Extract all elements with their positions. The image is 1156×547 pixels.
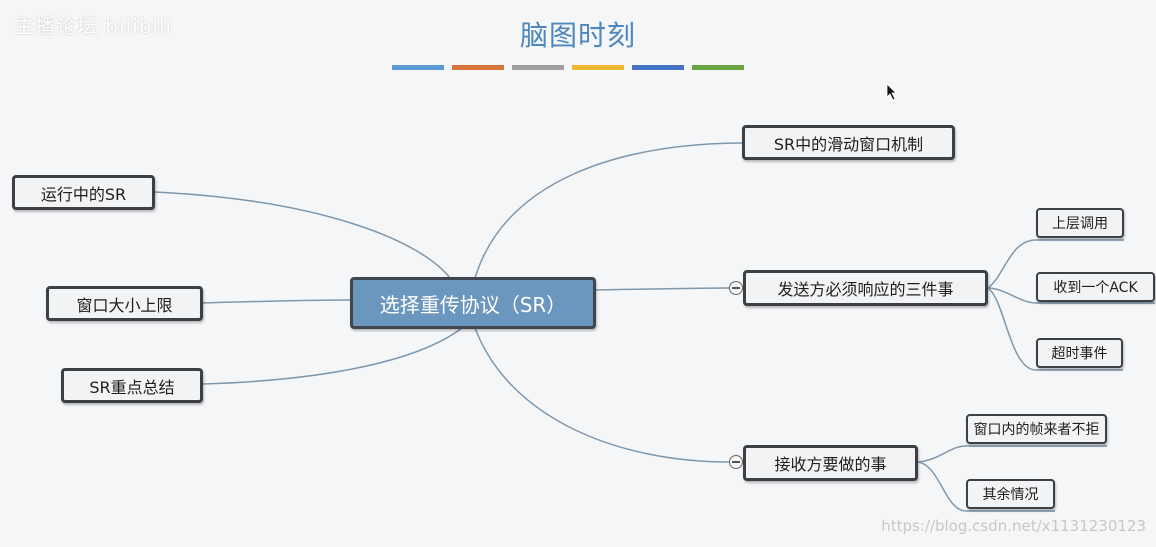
connector-window-size [202, 299, 353, 304]
node-other-cases[interactable]: 其余情况 [966, 479, 1055, 509]
color-bar-strip [392, 65, 744, 70]
connector-accept [917, 445, 1107, 463]
connector-running-sr [154, 191, 451, 279]
connector-sr-summary [202, 327, 463, 385]
connector-receiver [474, 327, 730, 463]
page-title: 脑图时刻 [519, 19, 636, 52]
mouse-cursor-icon [886, 83, 897, 101]
node-running-sr[interactable]: 运行中的SR [12, 175, 155, 210]
connector-sender [593, 287, 730, 291]
collapse-icon[interactable] [729, 455, 743, 469]
color-bar [632, 65, 684, 70]
node-receiver-tasks[interactable]: 接收方要做的事 [743, 445, 918, 481]
color-bar [572, 65, 624, 70]
node-receive-ack[interactable]: 收到一个ACK [1036, 272, 1155, 302]
node-timeout-event[interactable]: 超时事件 [1036, 338, 1123, 368]
connector-other [917, 461, 1055, 512]
node-sender-three-events[interactable]: 发送方必须响应的三件事 [743, 270, 988, 306]
connector-ack [987, 287, 1155, 304]
node-accept-in-window[interactable]: 窗口内的帧来者不拒 [966, 414, 1107, 444]
color-bar [392, 65, 444, 70]
node-sliding-window[interactable]: SR中的滑动窗口机制 [742, 125, 955, 160]
node-window-size-limit[interactable]: 窗口大小上限 [46, 286, 203, 321]
watermark-url: https://blog.csdn.net/x1131230123 [881, 517, 1146, 535]
color-bar [452, 65, 504, 70]
connector-upper-call [987, 239, 1124, 289]
color-bar [692, 65, 744, 70]
connector-sliding-window [474, 142, 745, 279]
node-center-topic[interactable]: 选择重传协议（SR） [350, 277, 596, 329]
color-bar [512, 65, 564, 70]
node-upper-layer-call[interactable]: 上层调用 [1036, 208, 1124, 238]
collapse-icon[interactable] [729, 281, 743, 295]
node-sr-summary[interactable]: SR重点总结 [61, 368, 203, 403]
watermark-logo: 主播论坛 bilibili [14, 14, 173, 38]
connector-timeout [987, 287, 1123, 371]
